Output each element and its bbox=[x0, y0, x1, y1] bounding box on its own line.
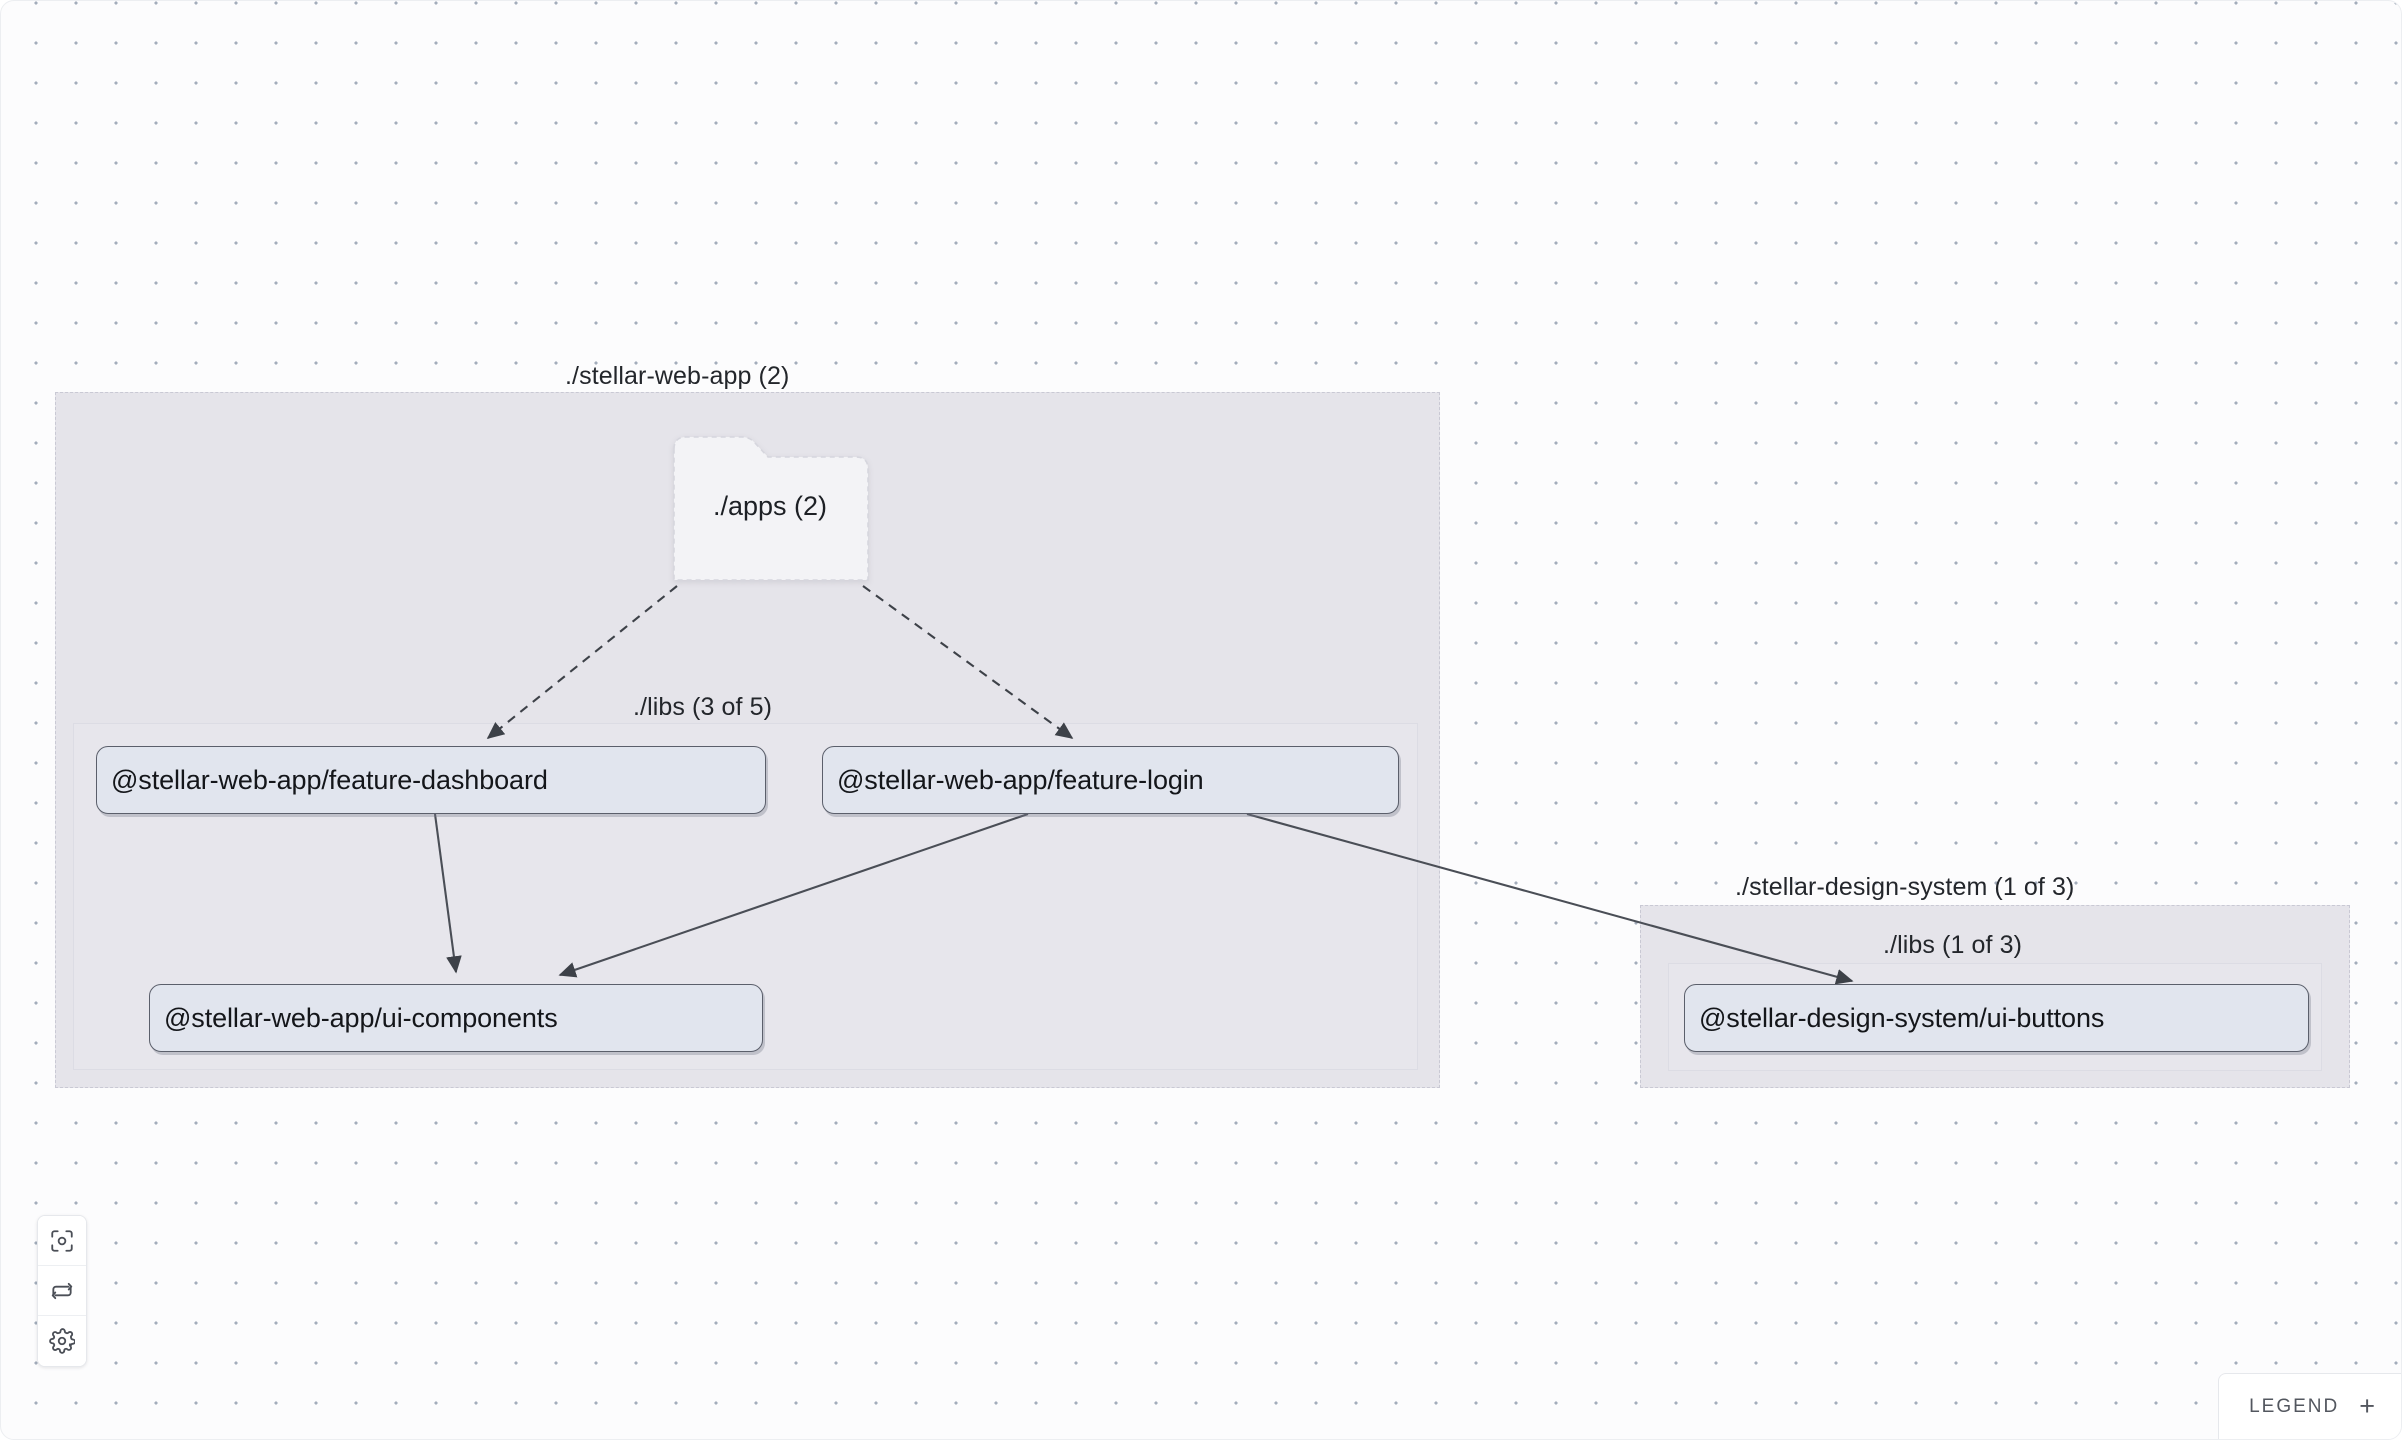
focus-target-icon bbox=[51, 1229, 73, 1252]
node-feature-login[interactable]: @stellar-web-app/feature-login bbox=[822, 746, 1399, 814]
node-feature-login-label: @stellar-web-app/feature-login bbox=[837, 764, 1204, 795]
node-ui-buttons-label: @stellar-design-system/ui-buttons bbox=[1699, 1002, 2105, 1033]
node-feature-dashboard-label: @stellar-web-app/feature-dashboard bbox=[111, 764, 548, 795]
node-feature-dashboard[interactable]: @stellar-web-app/feature-dashboard bbox=[96, 746, 766, 814]
group-label-stellar-web-app: ./stellar-web-app (2) bbox=[565, 362, 790, 390]
settings-button[interactable] bbox=[38, 1316, 86, 1366]
group-label-stellar-design-system: ./stellar-design-system (1 of 3) bbox=[1735, 873, 2075, 901]
graph-controls[interactable] bbox=[37, 1215, 87, 1367]
refresh-graph-button[interactable] bbox=[38, 1266, 86, 1316]
node-ui-components-label: @stellar-web-app/ui-components bbox=[164, 1002, 558, 1033]
legend-label: LEGEND bbox=[2249, 1395, 2340, 1417]
group-label-stellar-web-app-libs: ./libs (3 of 5) bbox=[633, 693, 773, 721]
folder-node-apps[interactable]: ./apps (2) bbox=[670, 431, 870, 584]
legend-expand-icon: + bbox=[2359, 1391, 2375, 1421]
legend-toggle[interactable]: LEGEND + bbox=[2218, 1373, 2401, 1439]
node-ui-components[interactable]: @stellar-web-app/ui-components bbox=[149, 984, 763, 1052]
group-label-stellar-design-system-libs: ./libs (1 of 3) bbox=[1883, 931, 2023, 959]
node-ui-buttons[interactable]: @stellar-design-system/ui-buttons bbox=[1684, 984, 2309, 1052]
folder-icon bbox=[673, 436, 869, 581]
refresh-icon bbox=[51, 1282, 73, 1299]
gear-icon bbox=[49, 1328, 75, 1354]
focus-graph-button[interactable] bbox=[38, 1216, 86, 1266]
